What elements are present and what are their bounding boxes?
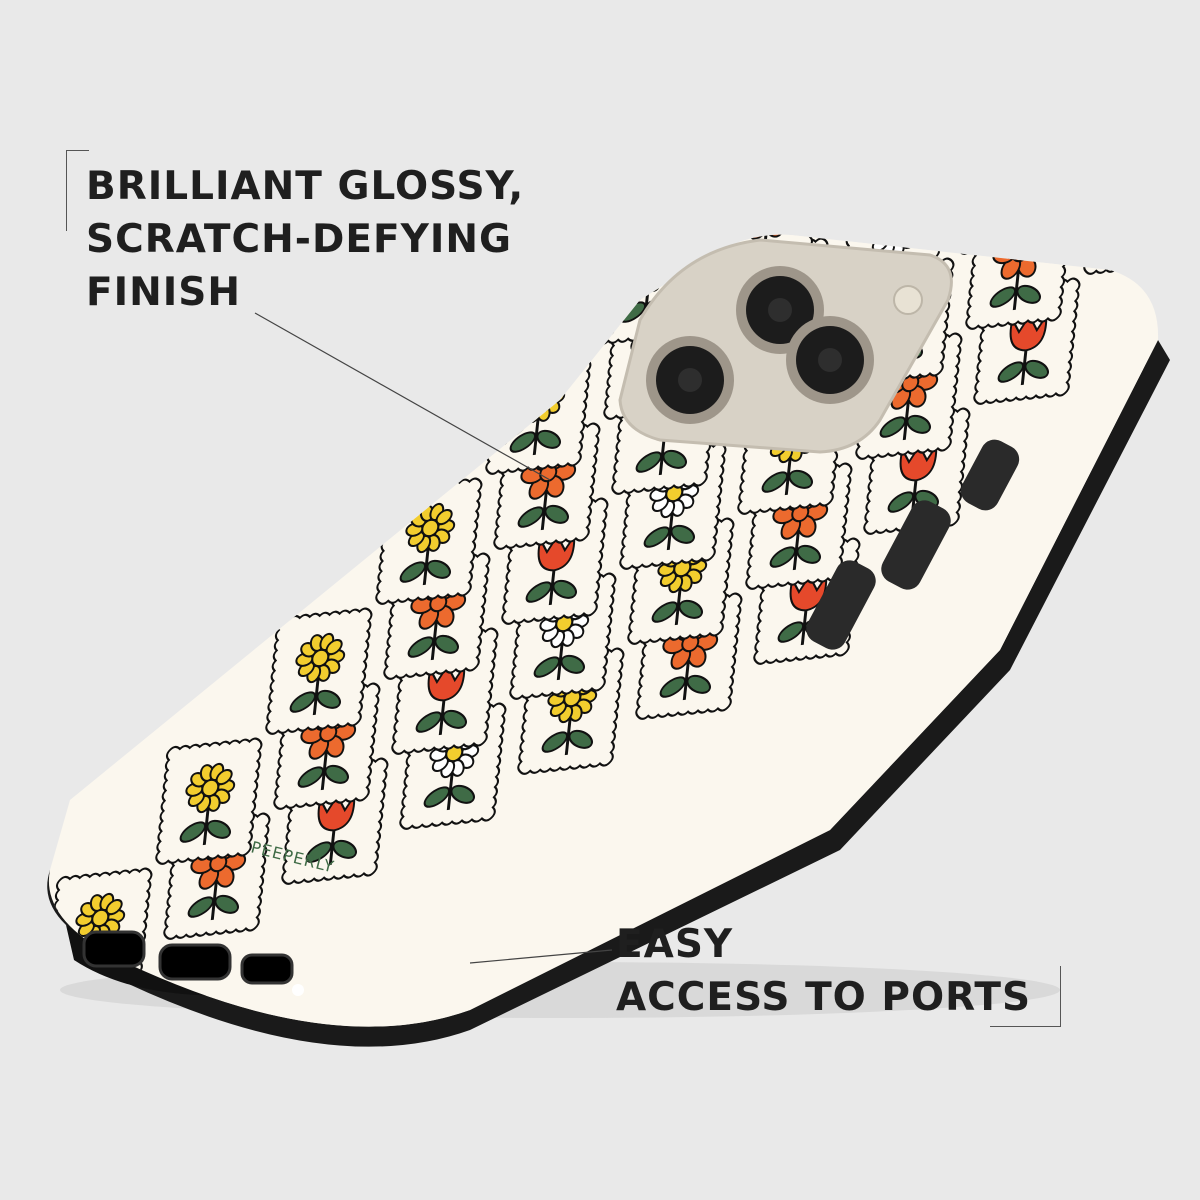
callout-finish-line-2: SCRATCH-DEFYING [86, 217, 513, 262]
pattern-stamp [949, 53, 1056, 180]
pattern-stamp [1193, 18, 1200, 145]
pattern-stamp [1185, 0, 1200, 70]
callout-bracket-top [66, 150, 89, 231]
camera-module [618, 238, 953, 454]
pattern-stamp [265, 607, 373, 735]
bottom-ports [82, 930, 304, 996]
pattern-stamp [965, 234, 1073, 330]
callout-bracket-bottom [990, 966, 1061, 1027]
callout-finish: BRILLIANT GLOSSY, SCRATCH-DEFYING FINISH [86, 160, 524, 319]
callout-ports-line-2: ACCESS TO PORTS [616, 975, 1032, 1020]
pattern-stamp [1075, 73, 1182, 200]
callout-ports-line-1: EASY [616, 922, 734, 967]
pattern-stamp [375, 477, 483, 605]
pattern-stamp [485, 347, 593, 475]
leader-line-ports [469, 949, 613, 964]
pattern-stamp [831, 234, 939, 235]
pattern-stamp [957, 234, 1065, 255]
callout-ports: EASY ACCESS TO PORTS [616, 918, 1031, 1024]
callout-finish-line-1: BRILLIANT GLOSSY, [86, 164, 525, 209]
leader-line-finish [254, 312, 551, 481]
pattern-stamp [1083, 234, 1159, 275]
stamp-pattern [48, 0, 1200, 995]
pattern-stamp [1067, 0, 1174, 125]
pattern-stamp [155, 737, 263, 865]
side-buttons [806, 439, 1020, 650]
callout-finish-line-3: FINISH [86, 270, 242, 315]
